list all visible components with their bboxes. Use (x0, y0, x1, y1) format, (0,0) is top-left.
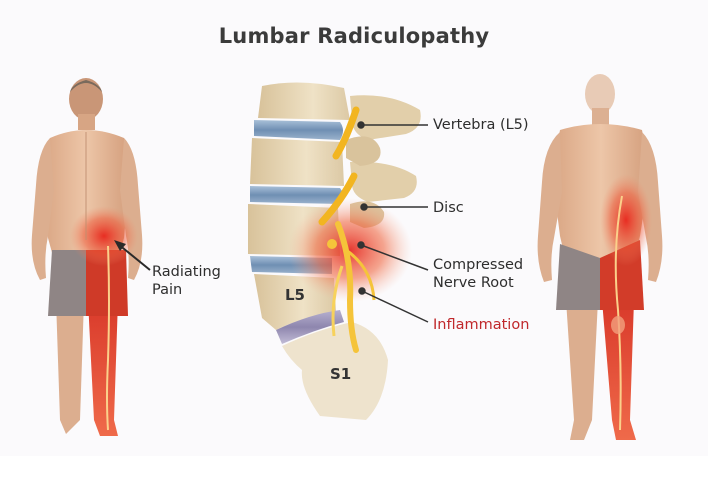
diagram-title: Lumbar Radiculopathy (218, 24, 490, 48)
compressed-nerve-root-label: Compressed Nerve Root (433, 256, 523, 292)
nerve-label-line1: Compressed (433, 257, 524, 273)
front-view-figure (537, 74, 663, 440)
spine-cross-section (248, 82, 421, 420)
radiating-pain-label: Radiating Pain (152, 263, 221, 299)
radiating-pain-label-line1: Radiating (152, 264, 221, 280)
s1-sacrum-label: S1 (330, 365, 352, 383)
radiating-pain-pointer (114, 240, 151, 271)
leader-lines (357, 121, 429, 323)
l5-vertebra-label: L5 (285, 286, 305, 304)
back-view-figure (31, 78, 143, 436)
illustration-canvas: Lumbar Radiculopathy (31, 24, 663, 440)
disc-label: Disc (433, 200, 464, 216)
inflammation-label: Inflammation (433, 317, 530, 333)
nerve-label-line2: Nerve Root (433, 275, 514, 291)
vertebra-label: Vertebra (L5) (433, 117, 529, 133)
illustration-graphics (31, 74, 663, 440)
radiating-pain-label-line2: Pain (152, 282, 183, 298)
